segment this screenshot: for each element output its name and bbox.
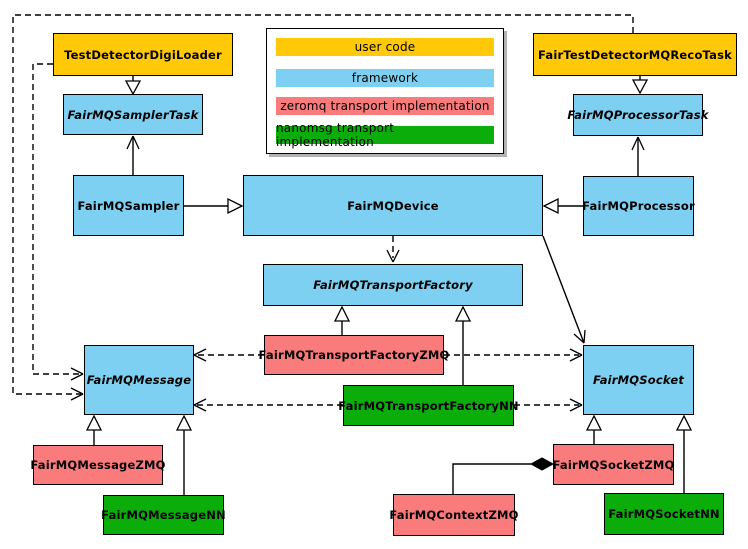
node-label: FairTestDetectorMQRecoTask [538,47,732,62]
node-label: FairMQDevice [347,198,439,213]
node-fairmqtransportfactory: FairMQTransportFactory [263,264,523,306]
node-label: FairMQProcessorTask [567,108,709,122]
node-label: FairMQTransportFactoryZMQ [258,348,450,362]
node-fairmqprocessor: FairMQProcessor [582,176,695,236]
node-label: FairMQTransportFactory [313,278,473,292]
node-fairmqdevice: FairMQDevice [243,175,543,236]
node-testdetectordigiloader: TestDetectorDigiLoader [53,33,233,76]
node-fairmqmessagenn: FairMQMessageNN [101,495,226,535]
legend-label-user-code: user code [354,40,416,54]
edge-factoryzmq-transportfactory [333,305,351,335]
legend-label-framework: framework [351,71,419,85]
legend-box: user code framework zeromq transport imp… [266,28,504,154]
edge-digiloader-message [32,63,84,381]
node-fairmqsocketnn: FairMQSocketNN [604,493,724,535]
node-fairmqcontextzmq: FairMQContextZMQ [389,494,518,536]
node-fairmqmessage: FairMQMessage [84,345,194,415]
node-label: FairMQMessageZMQ [30,458,166,472]
node-label: FairMQMessage [86,373,192,387]
node-label: FairMQProcessor [582,199,695,213]
legend-label-zeromq: zeromq transport implementation [280,99,490,113]
edge-sampler-samplertask [126,135,140,175]
node-fairmqprocessortask: FairMQProcessorTask [567,94,708,136]
edge-processor-device [542,197,583,215]
edge-messagenn-message [175,414,193,495]
edge-factorynn-message-socket [193,398,583,412]
node-fairmqtransportfactoryzmq: FairMQTransportFactoryZMQ [259,335,449,375]
edge-device-socket [542,235,586,344]
node-label: FairMQSampler [77,198,180,213]
edge-recotask-message [12,14,634,401]
edge-socketzmq-contextzmq [452,457,555,494]
legend-item-zeromq: zeromq transport implementation [276,97,494,115]
edge-socketnn-socket [675,414,693,493]
node-label: FairMQSocket [592,373,685,387]
node-label: FairMQSocketNN [608,507,720,521]
node-fairmqtransportfactorynn: FairMQTransportFactoryNN [338,385,519,426]
edge-factoryzmq-message-socket [193,348,583,362]
legend-label-nanomsg: nanomsg transport implementation [276,121,395,149]
node-label: FairMQSocketZMQ [552,457,675,472]
edge-sampler-device [184,197,244,215]
node-fairtestdetectormqrecotask: FairTestDetectorMQRecoTask [533,33,737,76]
node-fairmqsocket: FairMQSocket [583,345,694,415]
node-fairmqsocketzmq: FairMQSocketZMQ [553,444,674,485]
edge-digiloader-samplertask [124,76,142,96]
legend-item-nanomsg: nanomsg transport implementation [276,121,494,149]
node-fairmqsamplertask: FairMQSamplerTask [63,94,203,135]
edge-messagezmq-message [85,414,103,445]
node-label: TestDetectorDigiLoader [64,47,222,62]
edge-processor-processortask [631,136,645,176]
edge-device-transportfactory [386,236,400,263]
node-label: FairMQContextZMQ [389,508,519,522]
node-label: FairMQTransportFactoryNN [338,398,519,413]
edge-factorynn-transportfactory [454,305,472,385]
node-fairmqmessagezmq: FairMQMessageZMQ [30,445,166,485]
legend-item-user-code: user code [276,38,494,56]
edge-socketzmq-socket [585,414,603,444]
legend-item-framework: framework [276,69,494,87]
node-label: FairMQMessageNN [101,508,226,522]
node-label: FairMQSamplerTask [67,107,199,122]
edge-recotask-processortask [631,76,649,95]
node-fairmqsampler: FairMQSampler [73,175,184,236]
